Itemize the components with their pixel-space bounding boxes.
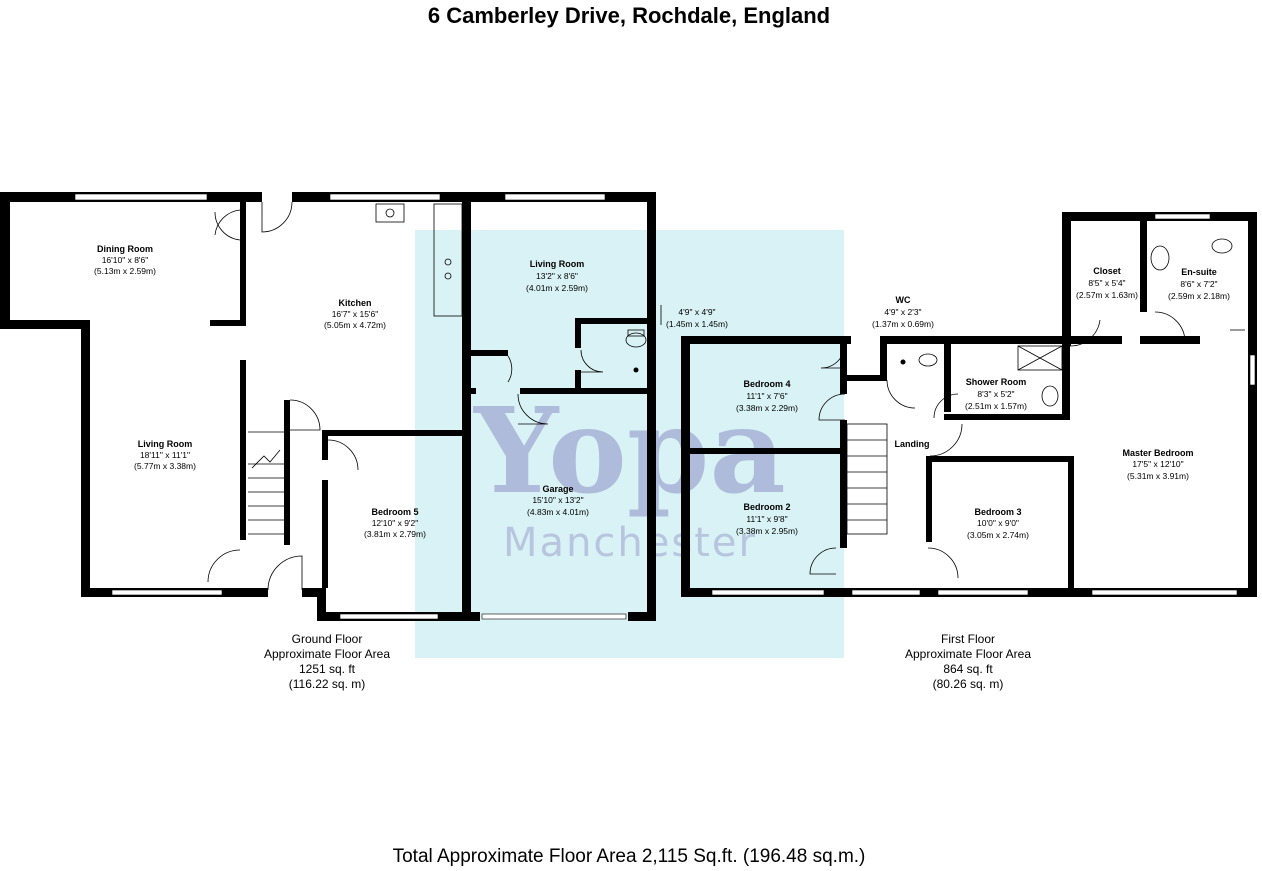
svg-text:10'0" x 9'0": 10'0" x 9'0"	[977, 518, 1019, 528]
svg-text:First Floor: First Floor	[941, 632, 995, 646]
room-bedroom-2: Bedroom 2 11'1" x 9'8" (3.38m x 2.95m)	[736, 502, 798, 536]
svg-text:16'10" x 8'6": 16'10" x 8'6"	[102, 255, 149, 265]
ground-floor-area: Ground Floor Approximate Floor Area 1251…	[264, 632, 390, 691]
svg-text:1251 sq. ft: 1251 sq. ft	[299, 662, 356, 676]
svg-text:8'6" x 7'2": 8'6" x 7'2"	[1180, 279, 1217, 289]
room-garage: Garage 15'10" x 13'2" (4.83m x 4.01m)	[527, 484, 589, 517]
svg-text:Landing: Landing	[895, 439, 930, 449]
first-floor-stairs	[846, 423, 888, 535]
svg-text:WC: WC	[896, 295, 911, 305]
svg-text:8'5" x 5'4": 8'5" x 5'4"	[1088, 278, 1125, 288]
room-shower: Shower Room 8'3" x 5'2" (2.51m x 1.57m)	[965, 377, 1027, 411]
room-master-bedroom: Master Bedroom 17'5" x 12'10" (5.31m x 3…	[1122, 448, 1193, 481]
svg-text:Bedroom 5: Bedroom 5	[371, 507, 418, 517]
svg-text:Ground Floor: Ground Floor	[292, 632, 363, 646]
first-floor-plan	[681, 212, 1257, 597]
svg-text:Shower Room: Shower Room	[966, 377, 1027, 387]
svg-text:4'9" x 2'3": 4'9" x 2'3"	[884, 307, 921, 317]
svg-text:En-suite: En-suite	[1181, 267, 1217, 277]
svg-text:8'3" x 5'2": 8'3" x 5'2"	[977, 389, 1014, 399]
svg-text:Dining Room: Dining Room	[97, 244, 153, 254]
svg-text:13'2" x 8'6": 13'2" x 8'6"	[536, 271, 578, 281]
svg-text:12'10" x 9'2": 12'10" x 9'2"	[372, 518, 419, 528]
svg-text:Approximate Floor Area: Approximate Floor Area	[264, 647, 390, 661]
ground-stairs	[248, 431, 284, 535]
room-ensuite: En-suite 8'6" x 7'2" (2.59m x 2.18m)	[1168, 267, 1230, 301]
kitchen-fittings	[375, 203, 463, 317]
svg-text:(3.05m x 2.74m): (3.05m x 2.74m)	[967, 530, 1029, 540]
svg-text:(4.83m x 4.01m): (4.83m x 4.01m)	[527, 507, 589, 517]
svg-text:Closet: Closet	[1093, 266, 1121, 276]
ensuite-basin-icon	[1150, 238, 1233, 271]
wc-toilet-icon	[900, 353, 938, 367]
svg-text:11'1" x 7'6": 11'1" x 7'6"	[746, 391, 787, 401]
room-living-ground: Living Room 18'11" x 11'1" (5.77m x 3.38…	[134, 439, 196, 471]
room-dining: Dining Room 16'10" x 8'6" (5.13m x 2.59m…	[94, 244, 156, 276]
svg-text:(3.38m x 2.29m): (3.38m x 2.29m)	[736, 403, 798, 413]
room-landing: Landing	[895, 439, 930, 449]
svg-text:Garage: Garage	[542, 484, 573, 494]
svg-text:(116.22 sq. m): (116.22 sq. m)	[289, 677, 365, 691]
svg-text:(5.31m x 3.91m): (5.31m x 3.91m)	[1127, 471, 1189, 481]
room-bedroom-3: Bedroom 3 10'0" x 9'0" (3.05m x 2.74m)	[967, 507, 1029, 540]
svg-text:(2.57m x 1.63m): (2.57m x 1.63m)	[1076, 290, 1138, 300]
room-bedroom-5: Bedroom 5 12'10" x 9'2" (3.81m x 2.79m)	[364, 507, 426, 539]
page-title: 6 Camberley Drive, Rochdale, England	[428, 3, 830, 28]
svg-text:(3.81m x 2.79m): (3.81m x 2.79m)	[364, 529, 426, 539]
svg-text:Master Bedroom: Master Bedroom	[1122, 448, 1193, 458]
svg-text:Bedroom 4: Bedroom 4	[743, 379, 790, 389]
svg-text:(5.77m x 3.38m): (5.77m x 3.38m)	[134, 461, 196, 471]
highlight-area	[415, 230, 844, 658]
room-living-annex: Living Room 13'2" x 8'6" (4.01m x 2.59m)	[526, 259, 588, 293]
svg-text:(4.01m x 2.59m): (4.01m x 2.59m)	[526, 283, 588, 293]
room-bedroom-4: Bedroom 4 11'1" x 7'6" (3.38m x 2.29m)	[736, 379, 798, 413]
room-kitchen: Kitchen 16'7" x 15'6" (5.05m x 4.72m)	[324, 298, 386, 330]
svg-text:15'10" x 13'2": 15'10" x 13'2"	[532, 495, 583, 505]
shower-tray-icon	[1017, 345, 1063, 371]
svg-text:(3.38m x 2.95m): (3.38m x 2.95m)	[736, 526, 798, 536]
svg-text:Bedroom 2: Bedroom 2	[743, 502, 790, 512]
svg-text:(1.37m x 0.69m): (1.37m x 0.69m)	[872, 319, 934, 329]
svg-text:18'11" x 11'1": 18'11" x 11'1"	[140, 450, 190, 460]
svg-text:16'7" x 15'6": 16'7" x 15'6"	[332, 309, 379, 319]
svg-text:Kitchen: Kitchen	[338, 298, 371, 308]
room-wc: WC 4'9" x 2'3" (1.37m x 0.69m)	[872, 295, 934, 329]
svg-text:17'5" x 12'10": 17'5" x 12'10"	[1132, 459, 1183, 469]
first-floor-area: First Floor Approximate Floor Area 864 s…	[905, 632, 1031, 691]
total-floor-area: Total Approximate Floor Area 2,115 Sq.ft…	[393, 846, 866, 867]
toilet-icon	[625, 329, 647, 348]
svg-text:(80.26 sq. m): (80.26 sq. m)	[933, 677, 1004, 691]
room-closet: Closet 8'5" x 5'4" (2.57m x 1.63m)	[1076, 266, 1138, 300]
svg-text:Bedroom 3: Bedroom 3	[974, 507, 1021, 517]
svg-text:(2.51m x 1.57m): (2.51m x 1.57m)	[965, 401, 1027, 411]
svg-text:864 sq. ft: 864 sq. ft	[943, 662, 993, 676]
svg-text:Living Room: Living Room	[530, 259, 585, 269]
watermark-subtitle: Manchester	[503, 520, 757, 566]
svg-text:(5.13m x 2.59m): (5.13m x 2.59m)	[94, 266, 156, 276]
ground-floor-plan	[0, 190, 662, 621]
svg-text:(1.45m x 1.45m): (1.45m x 1.45m)	[666, 319, 728, 329]
svg-text:(5.05m x 4.72m): (5.05m x 4.72m)	[324, 320, 386, 330]
svg-text:Approximate Floor Area: Approximate Floor Area	[905, 647, 1031, 661]
shower-room-toilet-icon	[1041, 385, 1059, 407]
room-small-bathroom: 4'9" x 4'9" (1.45m x 1.45m)	[666, 307, 728, 329]
svg-text:4'9" x 4'9": 4'9" x 4'9"	[678, 307, 715, 317]
svg-text:(2.59m x 2.18m): (2.59m x 2.18m)	[1168, 291, 1230, 301]
svg-text:11'1" x 9'8": 11'1" x 9'8"	[746, 514, 787, 524]
svg-text:Living Room: Living Room	[138, 439, 193, 449]
